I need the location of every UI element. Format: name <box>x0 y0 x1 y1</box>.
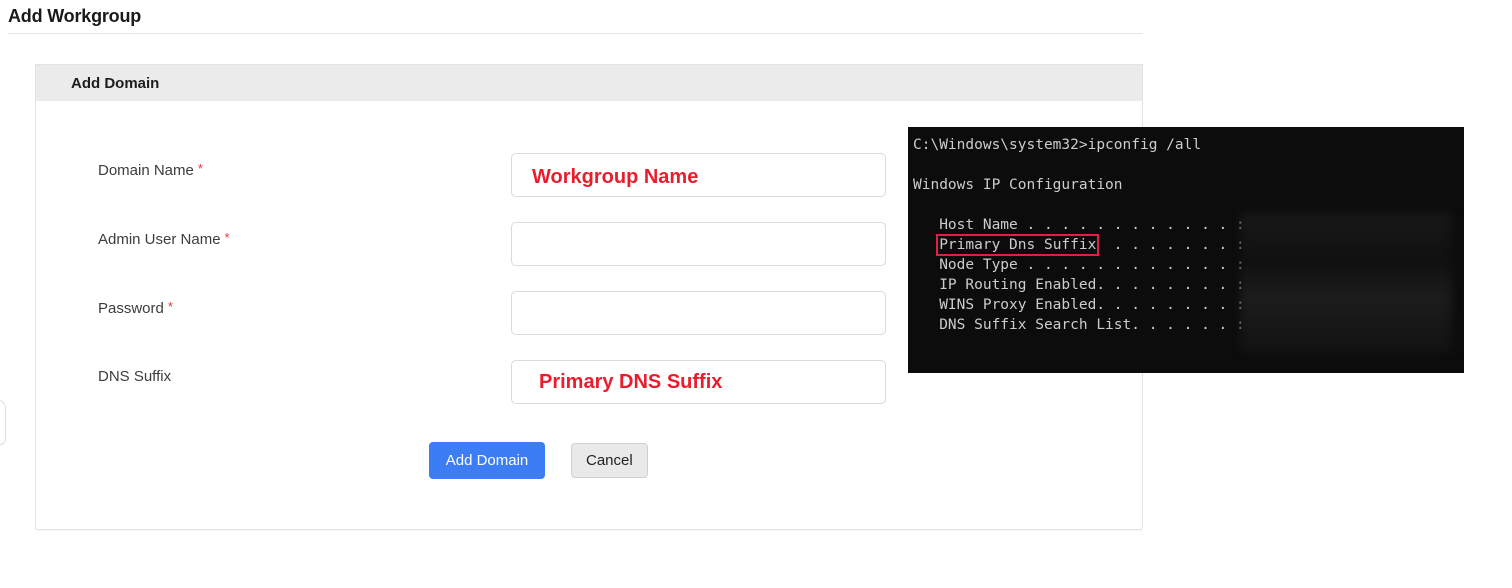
terminal-host-name-line: Host Name . . . . . . . . . . . . : <box>913 217 1254 233</box>
terminal-section-title: Windows IP Configuration <box>913 177 1123 193</box>
required-asterisk: * <box>167 299 173 314</box>
redacted-values-blur <box>1240 213 1452 353</box>
terminal-node-type-line: Node Type . . . . . . . . . . . . : <box>913 257 1254 273</box>
title-divider <box>8 33 1143 34</box>
password-input[interactable] <box>511 291 886 335</box>
primary-dns-suffix-highlight: Primary Dns Suffix <box>936 234 1100 256</box>
required-asterisk: * <box>224 230 230 245</box>
password-label: Password* <box>98 299 173 317</box>
clipped-ui-fragment <box>0 400 6 446</box>
dns-suffix-input[interactable] <box>511 360 886 404</box>
required-asterisk: * <box>197 161 203 176</box>
panel-header-title: Add Domain <box>71 74 160 92</box>
dns-suffix-label: DNS Suffix <box>98 368 172 385</box>
admin-user-name-input[interactable] <box>511 222 886 266</box>
panel-header: Add Domain <box>35 64 1143 101</box>
domain-name-input[interactable] <box>511 153 886 197</box>
domain-name-label: Domain Name* <box>98 161 203 179</box>
terminal-blank-line <box>908 155 1464 175</box>
terminal-blank-line <box>908 195 1464 215</box>
terminal-ip-routing-line: IP Routing Enabled. . . . . . . . : <box>913 277 1254 293</box>
add-domain-button[interactable]: Add Domain <box>429 442 545 479</box>
page-title: Add Workgroup <box>8 6 142 26</box>
cancel-button[interactable]: Cancel <box>571 443 648 478</box>
admin-user-name-label: Admin User Name* <box>98 230 230 248</box>
terminal-command-line: C:\Windows\system32>ipconfig /all <box>913 137 1202 153</box>
terminal-screenshot: C:\Windows\system32>ipconfig /all Window… <box>908 127 1464 373</box>
